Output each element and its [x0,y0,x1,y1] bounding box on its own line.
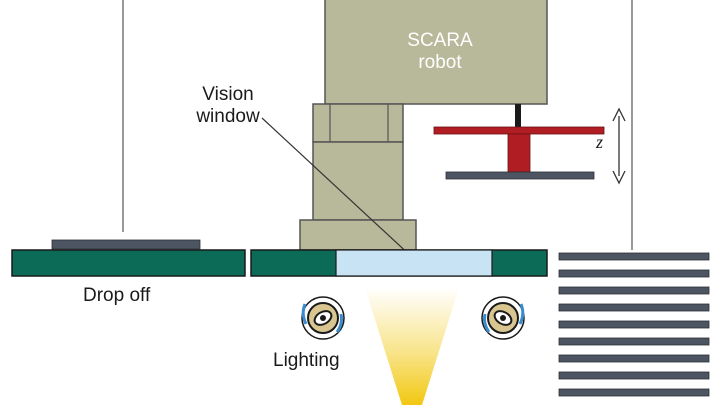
parts-stack [558,252,710,397]
z-axis-arrow-bottom-head [612,170,626,185]
stack-tray [558,269,710,278]
z-axis-label: z [596,132,604,152]
vision-label-line2: window [196,106,260,127]
robot-label-line2: robot [418,52,462,73]
robot-label: SCARA robot [355,30,525,74]
light-beam [365,288,459,405]
stack-tray [558,286,710,295]
gripper-plate [445,171,595,180]
stack-tray [558,320,710,329]
gripper-shaft [515,104,521,128]
z-axis-arrow-top-head [612,107,626,122]
right-light-icon [481,296,525,340]
vision-window-label: Vision window [188,84,268,128]
dropoff-label: Drop off [83,285,151,306]
left-light-icon [301,296,345,340]
stack-tray [558,252,710,261]
lighting-label: Lighting [273,350,340,371]
robot-base [299,219,417,251]
vision-window-leader [261,117,414,259]
gripper-arm [433,126,605,135]
stack-tray [558,371,710,380]
dropoff-conveyor [11,249,246,277]
robot-body [324,0,548,105]
dropoff-plate [51,239,201,250]
robot-column [312,141,404,221]
robot-label-line1: SCARA [407,30,473,51]
stack-tray [558,388,710,397]
robot-joint-upper [312,103,404,143]
stack-tray [558,303,710,312]
stack-tray [558,337,710,346]
stack-tray [558,354,710,363]
vision-window [335,249,493,277]
vision-label-line1: Vision [202,84,254,105]
gripper-block [507,133,531,173]
